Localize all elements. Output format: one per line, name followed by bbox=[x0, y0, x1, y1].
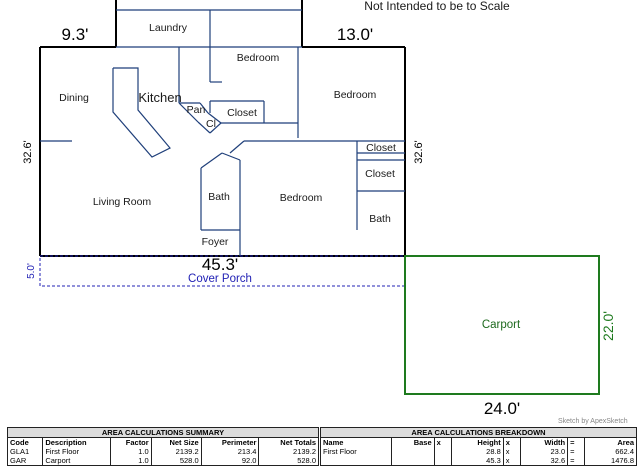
carport-outline bbox=[404, 255, 600, 395]
summary-col-description: Description bbox=[42, 437, 111, 447]
room-label-living-room: Living Room bbox=[93, 196, 152, 208]
room-label-foyer: Foyer bbox=[202, 236, 229, 248]
summary-title: AREA CALCULATIONS SUMMARY bbox=[7, 427, 319, 438]
breakdown-col-base: Base bbox=[391, 437, 435, 447]
room-label-bedroom-center: Bedroom bbox=[280, 192, 323, 204]
dimension-carport-bottom: 24.0' bbox=[484, 399, 520, 418]
table-row: First Floor 28.8 x 23.0 = 662.4 bbox=[319, 447, 637, 456]
table-row: 45.3 x 32.6 = 1476.8 bbox=[319, 456, 637, 466]
not-to-scale-note: Not Intended to be to Scale bbox=[364, 0, 510, 13]
breakdown-col-eq: = bbox=[567, 437, 586, 447]
dimension-right-side: 32.6' bbox=[413, 140, 425, 164]
summary-col-perimeter: Perimeter bbox=[200, 437, 260, 447]
room-label-carport: Carport bbox=[482, 319, 521, 331]
breakdown-col-x1: x bbox=[433, 437, 452, 447]
dimension-porch-side: 5.0' bbox=[26, 263, 37, 279]
room-label-cover-porch: Cover Porch bbox=[188, 273, 252, 285]
room-label-dining: Dining bbox=[59, 92, 89, 104]
breakdown-col-width: Width bbox=[519, 437, 569, 447]
summary-col-net-size: Net Size bbox=[150, 437, 202, 447]
annex-walls bbox=[115, 0, 303, 47]
room-label-closet-right-1: Closet bbox=[366, 142, 396, 154]
table-row: GLA1 First Floor 1.0 2139.2 213.4 2139.2 bbox=[6, 447, 319, 456]
breakdown-col-name: Name bbox=[319, 437, 393, 447]
room-label-bath-center: Bath bbox=[208, 191, 230, 203]
area-tables: AREA CALCULATIONS SUMMARY Code Descripti… bbox=[6, 427, 637, 466]
dimension-carport-side: 22.0' bbox=[600, 311, 616, 341]
room-label-pantry: Pan bbox=[187, 104, 206, 116]
table-row: GAR Carport 1.0 528.0 92.0 528.0 bbox=[6, 456, 319, 466]
room-label-closet-center: Closet bbox=[227, 107, 257, 119]
sketch-credit: Sketch by ApexSketch bbox=[558, 418, 628, 425]
room-label-closet-right-2: Closet bbox=[365, 168, 395, 180]
breakdown-col-height: Height bbox=[450, 437, 504, 447]
summary-col-net-totals: Net Totals bbox=[258, 437, 319, 447]
dimension-top-left: 9.3' bbox=[62, 25, 89, 44]
breakdown-col-area: Area bbox=[584, 437, 637, 447]
exterior-walls bbox=[39, 46, 406, 257]
summary-col-code: Code bbox=[6, 437, 44, 447]
breakdown-col-x2: x bbox=[502, 437, 521, 447]
room-label-bath-right: Bath bbox=[369, 213, 391, 225]
dimension-left-side: 32.6' bbox=[22, 140, 34, 164]
area-breakdown-table: AREA CALCULATIONS BREAKDOWN Name Base x … bbox=[319, 427, 637, 466]
breakdown-title: AREA CALCULATIONS BREAKDOWN bbox=[320, 427, 637, 438]
dimension-bottom-main: 45.3' bbox=[202, 255, 238, 274]
summary-col-factor: Factor bbox=[109, 437, 152, 447]
area-summary-table: AREA CALCULATIONS SUMMARY Code Descripti… bbox=[6, 427, 319, 466]
interior-walls bbox=[40, 10, 405, 256]
room-label-bedroom-top: Bedroom bbox=[237, 52, 280, 64]
room-label-laundry: Laundry bbox=[149, 22, 188, 34]
room-label-bedroom-right: Bedroom bbox=[334, 89, 377, 101]
room-label-kitchen: Kitchen bbox=[138, 90, 181, 105]
room-label-closet-small: Cl bbox=[206, 118, 216, 130]
dimension-top-right: 13.0' bbox=[337, 25, 373, 44]
